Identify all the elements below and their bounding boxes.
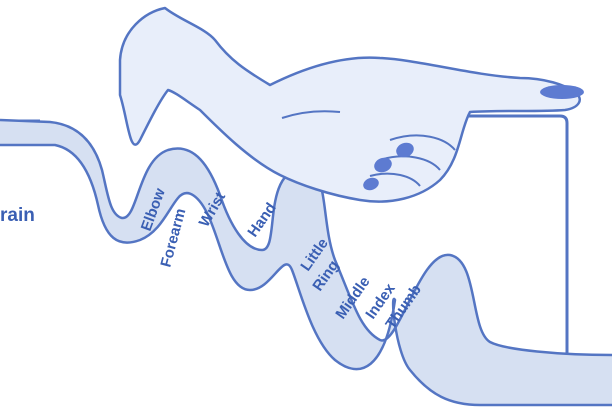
index-nail-icon — [540, 85, 584, 99]
partial-word: rain — [0, 205, 35, 226]
